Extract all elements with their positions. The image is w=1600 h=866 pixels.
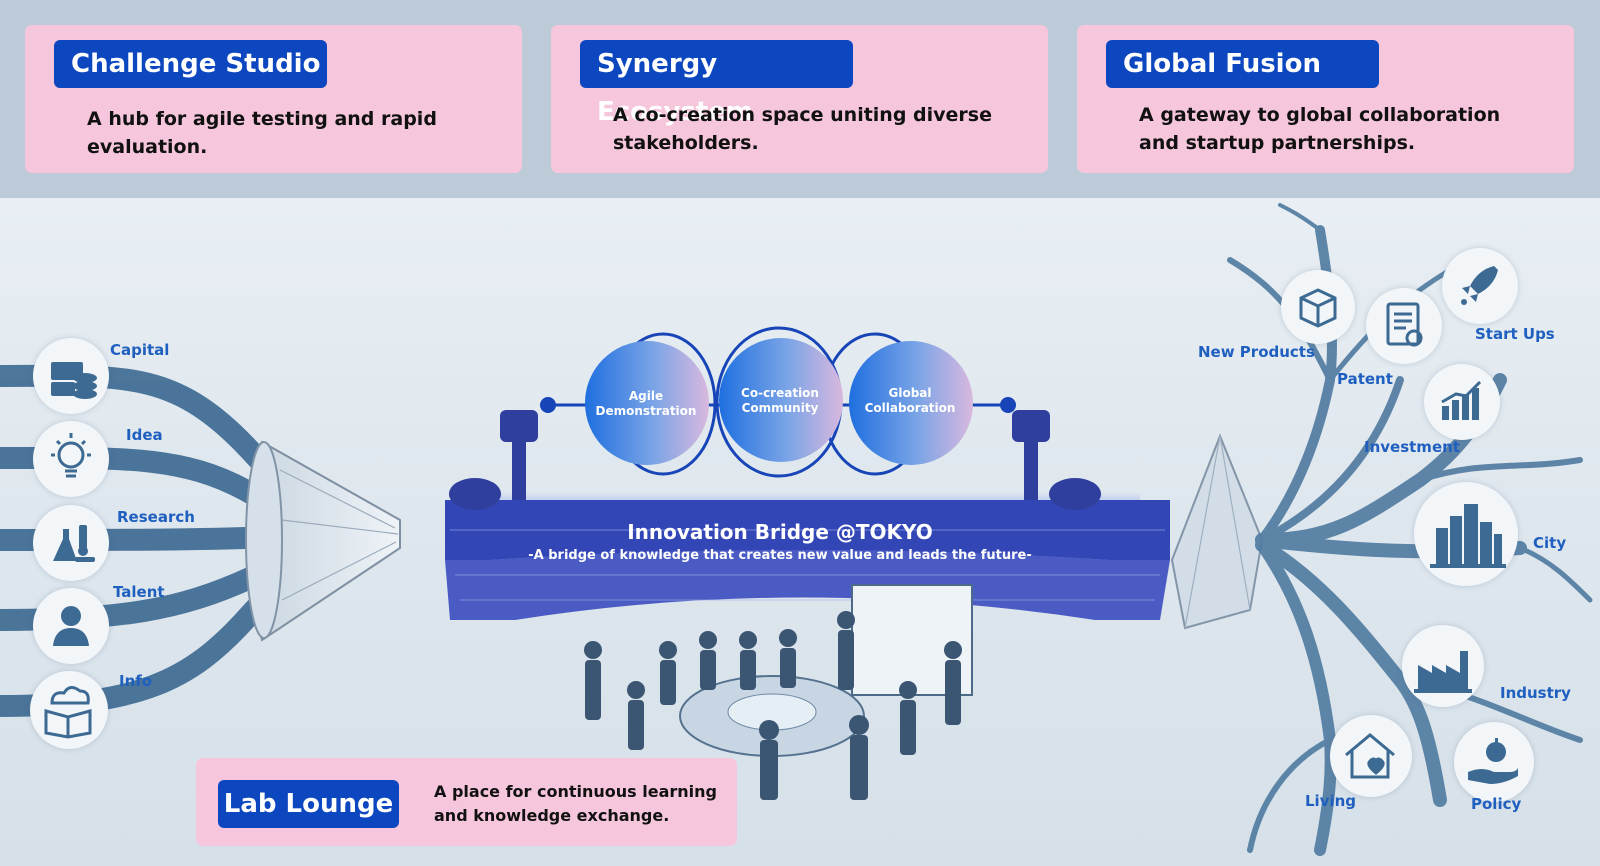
- card-title: Global Fusion: [1106, 40, 1379, 88]
- lightbulb-icon: [33, 421, 109, 497]
- input-label-capital: Capital: [110, 341, 170, 359]
- circle-cocreation: [719, 338, 843, 462]
- card-challenge-studio: Challenge Studio A hub for agile testing…: [25, 25, 522, 173]
- house-heart-icon: [1330, 715, 1412, 797]
- output-label-patent: Patent: [1337, 370, 1393, 388]
- circle-agile: [585, 341, 709, 465]
- lab-flask-icon: [33, 505, 109, 581]
- input-label-talent: Talent: [113, 583, 165, 601]
- box-icon: [1281, 270, 1355, 344]
- output-label-city: City: [1533, 534, 1567, 552]
- card-global-fusion: Global Fusion A gateway to global collab…: [1077, 25, 1574, 173]
- certificate-icon: [1366, 288, 1442, 364]
- card-description: A hub for agile testing and rapid evalua…: [87, 108, 437, 158]
- bridge-subtitle: -A bridge of knowledge that creates new …: [528, 548, 1032, 563]
- circle-label-agile: Agile Demonstration: [595, 389, 697, 418]
- bar-chart-icon: [1424, 364, 1500, 440]
- card-lab-lounge: Lab Lounge A place for continuous learni…: [196, 758, 737, 846]
- output-label-investment: Investment: [1364, 438, 1460, 456]
- output-label-policy: Policy: [1471, 795, 1522, 813]
- factory-icon: [1402, 625, 1484, 707]
- card-title: Synergy Ecosystem: [580, 40, 853, 127]
- rocket-icon: [1442, 248, 1518, 324]
- hand-apple-icon: [1454, 722, 1534, 802]
- circle-label-cocreation: Co-creation Community: [741, 386, 819, 415]
- output-label-living: Living: [1305, 792, 1357, 810]
- input-label-info: Info: [119, 672, 153, 690]
- output-label-industry: Industry: [1500, 684, 1571, 702]
- lounge-title: Lab Lounge: [218, 780, 399, 828]
- city-icon: [1414, 482, 1518, 586]
- card-synergy-ecosystem: Synergy Ecosystem A co-creation space un…: [551, 25, 1048, 173]
- output-label-start-ups: Start Ups: [1475, 325, 1555, 343]
- output-label-new-products: New Products: [1198, 343, 1315, 361]
- lounge-description: A place for continuous learning and know…: [434, 782, 718, 825]
- connector-dot-right: [1000, 397, 1016, 413]
- funnel: [245, 440, 401, 642]
- input-label-research: Research: [117, 508, 195, 526]
- bridge-title: Innovation Bridge @TOKYO: [627, 520, 933, 544]
- cloud-book-icon: [30, 671, 108, 749]
- card-description: A gateway to global collaboration and st…: [1139, 104, 1501, 154]
- circle-global: [849, 341, 973, 465]
- bridge: [445, 410, 1170, 620]
- prism: [1170, 433, 1264, 630]
- circle-label-global: Global Collaboration: [864, 386, 956, 415]
- card-title: Challenge Studio: [54, 40, 327, 88]
- person-icon: [33, 588, 109, 664]
- people-illustration: [584, 584, 973, 800]
- card-description: A co-creation space uniting diverse stak…: [613, 104, 992, 154]
- input-label-idea: Idea: [126, 426, 163, 444]
- connector-dot-left: [540, 397, 556, 413]
- money-icon: [33, 338, 109, 414]
